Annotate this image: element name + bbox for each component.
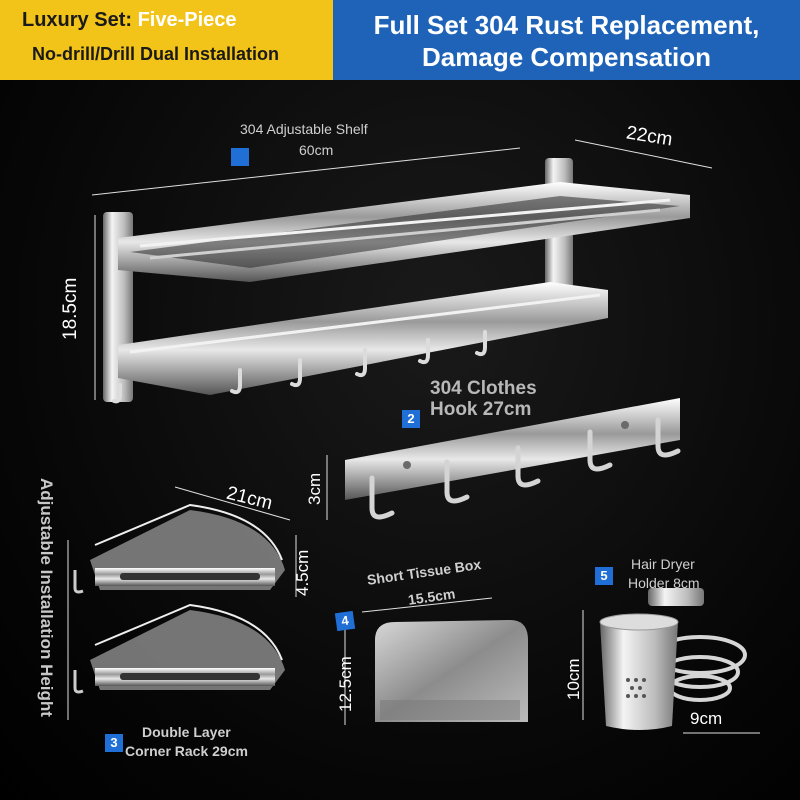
dryer-width: 9cm — [690, 709, 723, 728]
shelf-height: 18.5cm — [60, 277, 81, 340]
banner-subtitle: No-drill/Drill Dual Installation — [32, 44, 280, 64]
clothes-hook — [345, 398, 681, 520]
shelf-badge — [231, 148, 249, 166]
hook-height: 3cm — [305, 472, 324, 505]
hook-length: Hook 27cm — [430, 399, 532, 420]
shelf-length: 60cm — [299, 142, 334, 158]
corner-length: Corner Rack 29cm — [125, 743, 248, 759]
guarantee-line-1: Full Set 304 Rust Replacement, — [373, 10, 760, 40]
tissue-height: 12.5cm — [336, 656, 355, 712]
hair-dryer-holder — [599, 588, 747, 730]
corner-side-label: Adjustable Installation Height — [37, 478, 56, 717]
corner-layer-height: 4.5cm — [293, 549, 312, 596]
tissue-box — [375, 620, 528, 722]
corner-rack-lower — [73, 603, 285, 694]
guarantee-line-2: Damage Compensation — [422, 42, 711, 72]
corner-name: Double Layer — [142, 724, 231, 740]
corner-rack-upper — [73, 503, 285, 594]
dimension-lines — [67, 139, 760, 734]
banner-left: Luxury Set: Five-Piece No-drill/Drill Du… — [0, 0, 333, 80]
adjustable-shelf — [103, 158, 690, 404]
tissue-badge: 4 — [334, 610, 356, 632]
banner-title-prefix: Luxury Set: — [22, 9, 138, 31]
banner-title-accent: Five-Piece — [137, 9, 237, 31]
hook-name: 304 Clothes — [430, 378, 537, 399]
banner-title: Luxury Set: Five-Piece — [22, 9, 237, 32]
banner-right: Full Set 304 Rust Replacement, Damage Co… — [333, 0, 800, 80]
dryer-name: Hair Dryer — [631, 556, 695, 572]
shelf-name: 304 Adjustable Shelf — [240, 121, 368, 137]
corner-badge: 3 — [105, 734, 123, 752]
dryer-badge: 5 — [595, 567, 613, 585]
hook-badge: 2 — [402, 410, 420, 428]
dryer-height: 10cm — [564, 658, 583, 700]
dryer-length: Holder 8cm — [628, 575, 700, 591]
